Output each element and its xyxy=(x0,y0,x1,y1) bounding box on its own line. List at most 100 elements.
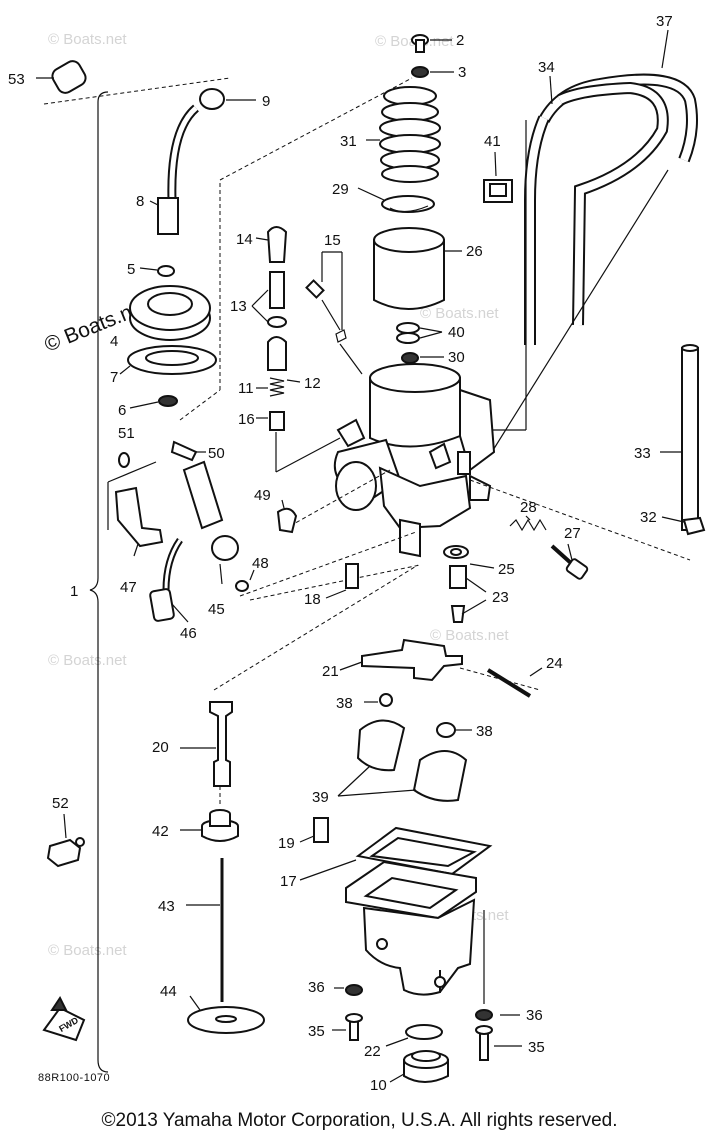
part-18-pilot-jet xyxy=(325,563,359,599)
part-49-cap xyxy=(276,499,298,534)
part-20-needle-jet xyxy=(180,701,233,787)
fwd-arrow-icon: FWD xyxy=(42,996,86,1042)
part-32-clip xyxy=(661,516,706,536)
callout: 18 xyxy=(304,591,321,608)
part-3-washer xyxy=(411,66,454,78)
part-16-screw xyxy=(256,411,285,431)
part-36-washer xyxy=(475,1009,520,1021)
callout: 7 xyxy=(110,369,118,386)
callout: 36 xyxy=(526,1007,543,1024)
callout: 53 xyxy=(8,71,25,88)
part-29-plate xyxy=(357,187,435,213)
part-13-holder xyxy=(251,271,287,328)
callout: 48 xyxy=(252,555,269,572)
assembly-bracket xyxy=(89,91,109,1073)
part-48-o-ring xyxy=(235,569,255,592)
callout: 13 xyxy=(230,298,247,315)
callout: 29 xyxy=(332,181,349,198)
part-15-pilot-screw xyxy=(305,251,363,375)
part-9-cap xyxy=(199,88,256,110)
callout: 23 xyxy=(492,589,509,606)
callout: 2 xyxy=(456,32,464,49)
part-2-screw xyxy=(411,34,452,53)
callout: 17 xyxy=(280,873,297,890)
callout: 19 xyxy=(278,835,295,852)
callout: 41 xyxy=(484,133,501,150)
part-21-float-arm xyxy=(339,638,463,682)
callout: 31 xyxy=(340,133,357,150)
part-42-main-jet xyxy=(180,809,239,842)
callout: 25 xyxy=(498,561,515,578)
part-6-clip xyxy=(129,395,178,409)
callout: 45 xyxy=(208,601,225,618)
callout: 6 xyxy=(118,402,126,419)
part-43-rod xyxy=(186,858,224,1002)
callout: 42 xyxy=(152,823,169,840)
callout: 4 xyxy=(110,333,118,350)
callout: 49 xyxy=(254,487,271,504)
part-23-needle-valve xyxy=(449,565,487,623)
part-53-sleeve xyxy=(36,60,231,105)
callout: 10 xyxy=(370,1077,387,1094)
part-35-screw xyxy=(332,1013,363,1041)
callout: 44 xyxy=(160,983,177,1000)
part-34-vent-hose xyxy=(524,75,669,345)
callout: 8 xyxy=(136,193,144,210)
callout: 32 xyxy=(640,509,657,526)
part-8-vent-hose xyxy=(149,104,200,235)
part-5-o-ring xyxy=(139,265,175,277)
part-26-throttle-valve xyxy=(373,227,462,310)
callout: 5 xyxy=(127,261,135,278)
callout: 33 xyxy=(634,445,651,462)
callout: 39 xyxy=(312,789,329,806)
callout: 15 xyxy=(324,232,341,249)
part-33-drain-tube xyxy=(660,344,699,531)
watermark: © Boats.net xyxy=(48,652,127,669)
callout: 47 xyxy=(120,579,137,596)
callout: 21 xyxy=(322,663,339,680)
part-7-gasket xyxy=(119,345,217,375)
part-45-cap xyxy=(182,460,239,585)
callout: 12 xyxy=(304,375,321,392)
part-11-spring xyxy=(256,377,285,397)
callout: 14 xyxy=(236,231,253,248)
carburetor-body xyxy=(333,363,496,558)
part-39-float xyxy=(337,719,468,802)
callout: 37 xyxy=(656,13,673,30)
callout: 35 xyxy=(528,1039,545,1056)
callout: 38 xyxy=(336,695,353,712)
part-27-throttle-stop-screw xyxy=(550,543,589,580)
part-50-screw xyxy=(170,440,206,462)
float-bowl xyxy=(345,860,477,996)
part-10-drain-plug xyxy=(389,1050,449,1083)
callout: 27 xyxy=(564,525,581,542)
callout: 20 xyxy=(152,739,169,756)
part-28-spring xyxy=(509,515,547,532)
part-17-bowl-gasket xyxy=(299,826,493,881)
part-36-washer xyxy=(334,984,363,996)
diagram-code: 88R100-1070 xyxy=(38,1072,111,1084)
callout: 36 xyxy=(308,979,325,996)
part-38-float-bushing xyxy=(364,693,393,707)
callout: 1 xyxy=(70,583,78,600)
part-31-throttle-spring xyxy=(366,86,441,183)
callout: 3 xyxy=(458,64,466,81)
part-24-float-pin xyxy=(486,667,543,698)
part-40-washers xyxy=(396,322,443,344)
callout: 40 xyxy=(448,324,465,341)
part-35-screw xyxy=(475,1025,522,1061)
callout: 52 xyxy=(52,795,69,812)
callout: 46 xyxy=(180,625,197,642)
part-51-cap xyxy=(118,452,130,468)
part-12-plunger xyxy=(267,336,301,383)
watermark: © Boats.net xyxy=(48,31,127,48)
callout: 38 xyxy=(476,723,493,740)
callout-labels: 1 2 3 4 5 6 7 8 9 10 11 12 13 14 15 16 1… xyxy=(8,13,673,1094)
callout: 16 xyxy=(238,411,255,428)
copyright-notice: ©2013 Yamaha Motor Corporation, U.S.A. A… xyxy=(101,1110,618,1131)
callout: 51 xyxy=(118,425,135,442)
callout: 50 xyxy=(208,445,225,462)
part-47-lever xyxy=(107,461,164,557)
watermark: © Boats.net xyxy=(430,627,509,644)
